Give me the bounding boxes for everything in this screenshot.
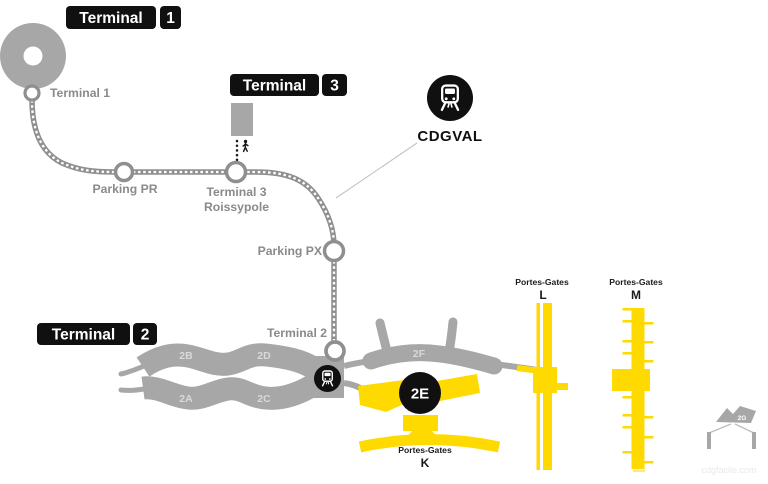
terminal-2g-label: 2G — [738, 415, 747, 422]
station-terminal3-label-line1: Terminal 3 — [206, 185, 266, 199]
gates-l-pier — [533, 303, 568, 470]
terminal-2a-2c-band — [141, 374, 322, 410]
terminal-2c-label: 2C — [257, 393, 271, 405]
walking-person-icon — [242, 139, 249, 153]
station-parking-pr-label: Parking PR — [92, 182, 157, 196]
terminal-2b-label: 2B — [179, 350, 193, 362]
svg-text:1: 1 — [166, 10, 175, 27]
svg-text:M: M — [631, 288, 641, 302]
terminal-2d-label: 2D — [257, 350, 271, 362]
gates-k-label: Portes-Gates K — [398, 445, 452, 470]
svg-text:3: 3 — [330, 78, 339, 95]
cdgval-wordmark: CDGVAL — [417, 128, 482, 145]
terminal2-complex — [118, 317, 538, 410]
svg-text:Terminal: Terminal — [52, 327, 115, 344]
terminal3-badge: Terminal 3 — [230, 74, 347, 96]
terminal-2e-gates-k — [358, 374, 501, 453]
watermark: cdgfacile.com — [701, 465, 756, 475]
station-terminal2-label: Terminal 2 — [267, 326, 327, 340]
terminal3-building — [231, 103, 253, 136]
gates-k-pier — [358, 434, 501, 453]
svg-text:Terminal: Terminal — [243, 78, 306, 95]
terminal2-badge: Terminal 2 — [37, 323, 157, 345]
svg-text:2: 2 — [141, 327, 150, 344]
gates-m-label: Portes-Gates M — [609, 277, 663, 302]
svg-text:Terminal: Terminal — [79, 10, 142, 27]
terminal1-building — [0, 23, 66, 89]
station-parking-px — [322, 239, 346, 263]
station-terminal3 — [224, 160, 248, 184]
station-parking-px-label: Parking PX — [258, 244, 323, 258]
station-terminal1 — [23, 84, 41, 102]
cdgval-logo — [427, 75, 473, 121]
svg-text:K: K — [421, 456, 430, 470]
station-parking-pr — [113, 161, 135, 183]
svg-text:Portes-Gates: Portes-Gates — [398, 445, 452, 455]
terminal2-train-icon — [314, 365, 341, 392]
gates-l-label: Portes-Gates L — [515, 277, 569, 302]
terminal-2g-structure — [707, 406, 756, 449]
svg-text:2E: 2E — [411, 386, 429, 403]
terminal-2f-band — [362, 344, 503, 375]
station-terminal2 — [324, 340, 346, 362]
station-terminal3-label-line2: Roissypole — [204, 200, 269, 214]
terminal-2b-2d-band — [136, 343, 322, 379]
cdgval-pointer-line — [335, 142, 418, 199]
terminal-2a-label: 2A — [179, 393, 193, 405]
gates-m-pier — [612, 308, 654, 472]
cdgval-track — [29, 99, 337, 348]
station-terminal1-label: Terminal 1 — [50, 86, 110, 100]
terminal-2e-roundel: 2E — [399, 372, 441, 414]
svg-text:Portes-Gates: Portes-Gates — [515, 277, 569, 287]
terminal-2f-label: 2F — [413, 348, 426, 360]
svg-text:L: L — [539, 288, 546, 302]
svg-text:Portes-Gates: Portes-Gates — [609, 277, 663, 287]
terminal1-badge: Terminal 1 — [66, 6, 181, 29]
